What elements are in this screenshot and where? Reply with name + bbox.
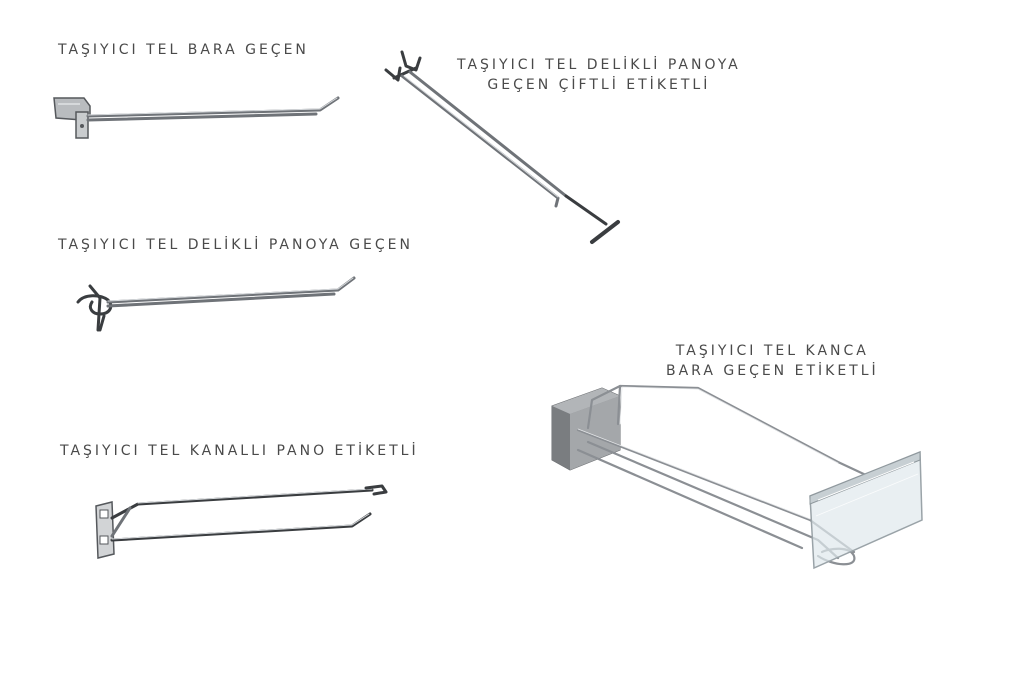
bar-hook-image [53,96,340,139]
caption-double-label-hook: TAŞIYICI TEL DELİKLİ PANOYA GEÇEN ÇİFTLİ… [457,55,741,95]
hook-bar-label-image [551,384,923,570]
caption-hook-bar-label: TAŞIYICI TEL KANCA BARA GEÇEN ETİKETLİ [666,341,879,381]
caption-hook-bar-line2: BARA GEÇEN ETİKETLİ [666,363,879,379]
caption-hook-bar-line1: TAŞIYICI TEL KANCA [675,343,869,359]
caption-double-label-line1: TAŞIYICI TEL DELİKLİ PANOYA [457,57,741,73]
caption-perforated-hook: TAŞIYICI TEL DELİKLİ PANOYA GEÇEN [58,237,413,253]
perforated-hook-image [76,276,356,332]
slatwall-hook-image [95,484,388,559]
caption-double-label-line2: GEÇEN ÇİFTLİ ETİKETLİ [487,77,711,93]
caption-slatwall-hook: TAŞIYICI TEL KANALLI PANO ETİKETLİ [60,443,419,459]
caption-bar-hook: TAŞIYICI TEL BARA GEÇEN [58,42,309,58]
double-label-hook-image [384,50,620,244]
